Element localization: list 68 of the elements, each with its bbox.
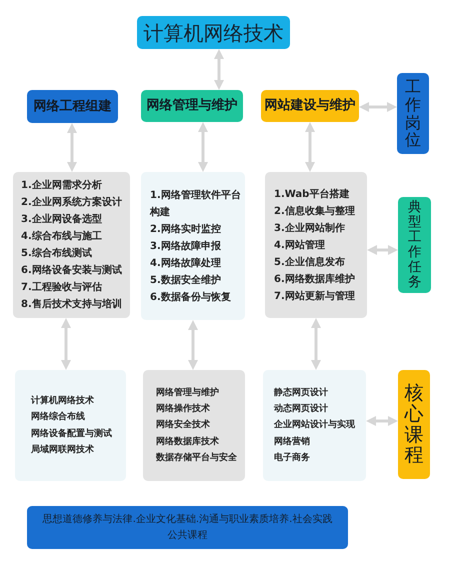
footer-heading: 公共课程 (168, 528, 208, 542)
heading-text: 网络工程组建 (34, 98, 112, 114)
side-label-text: 核心课程 (404, 382, 424, 466)
side-label-text: 典型工作任务 (408, 200, 422, 290)
side-label-box (397, 73, 429, 154)
task-item: 3.企业网设备选型 (21, 212, 102, 227)
double-arrow (305, 122, 315, 172)
side-label-box (398, 370, 430, 479)
task-item: 1.Wab平台搭建 (274, 188, 350, 202)
double-arrow (311, 318, 321, 370)
task-item: 7.网站更新与管理 (274, 289, 355, 304)
task-item: 3.网络故障申报 (150, 239, 222, 254)
heading-text: 网站建设与维护 (264, 98, 356, 114)
double-arrow (188, 320, 198, 370)
course-item: 动态网页设计 (274, 402, 328, 416)
task-item: 6.网络数据库维护 (274, 272, 355, 286)
task-item: 8.售后技术支持与培训 (21, 297, 122, 312)
double-arrow (214, 49, 224, 90)
task-item: 6.数据备份与恢复 (150, 290, 232, 304)
task-item: 7.工程验收与评估 (21, 280, 102, 295)
course-item: 网络综合布线 (31, 410, 85, 424)
double-arrow (366, 416, 398, 426)
course-item: 网络安全技术 (156, 418, 210, 432)
course-item: 静态网页设计 (274, 386, 328, 400)
heading-box (261, 90, 359, 122)
task-item: 1.企业网需求分析 (21, 178, 102, 193)
course-item: 数据存储平台与安全 (156, 451, 237, 465)
course-item: 局域网联网技术 (31, 443, 94, 457)
title-box (137, 16, 290, 49)
footer-banner (27, 506, 348, 549)
task-list-panel (265, 172, 367, 318)
double-arrow (359, 102, 397, 112)
task-item: 4.网站管理 (274, 238, 325, 252)
task-item: 6.网络设备安装与测试 (21, 263, 122, 278)
title-text: 计算机网络技术 (144, 20, 284, 44)
heading-text: 网络管理与维护 (146, 98, 238, 114)
task-item: 4.网络故障处理 (150, 256, 222, 270)
heading-box (27, 90, 118, 123)
course-item: 企业网站设计与实现 (274, 418, 355, 432)
task-item: 2.信息收集与整理 (274, 204, 355, 218)
heading-box (141, 90, 243, 122)
course-list-panel (15, 370, 126, 481)
course-item: 网络操作技术 (156, 402, 210, 416)
task-item: 5.数据安全维护 (150, 273, 222, 288)
task-item: 4.综合布线与施工 (21, 230, 102, 244)
course-item: 网络设备配置与测试 (31, 427, 112, 440)
course-list-panel (143, 370, 245, 481)
course-item: 网络数据库技术 (156, 435, 219, 449)
course-item: 网络管理与维护 (156, 386, 219, 400)
task-item: 5.综合布线测试 (21, 246, 92, 261)
double-arrow (198, 122, 208, 172)
side-label-box (398, 197, 431, 293)
course-item: 网络营销 (274, 435, 310, 449)
task-item: 2.企业网系统方案设计 (21, 195, 122, 210)
double-arrow (61, 318, 71, 370)
task-item: 5.企业信息发布 (274, 256, 345, 270)
double-arrow (367, 245, 398, 255)
task-list-panel (13, 172, 130, 318)
task-list-panel (141, 172, 245, 320)
footer-text: 思想道德修养与法律.企业文化基础.沟通与职业素质培养.社会实践 (42, 512, 332, 526)
course-item: 计算机网络技术 (31, 394, 94, 408)
course-list-panel (263, 370, 366, 481)
course-item: 电子商务 (274, 451, 310, 465)
task-item: 3.企业网站制作 (274, 222, 345, 236)
task-item: 2.网络实时监控 (150, 222, 222, 236)
side-label-text: 工作岗位 (405, 78, 421, 149)
double-arrow (67, 123, 77, 172)
task-item: 1.网络管理软件平台构建 (150, 188, 242, 220)
